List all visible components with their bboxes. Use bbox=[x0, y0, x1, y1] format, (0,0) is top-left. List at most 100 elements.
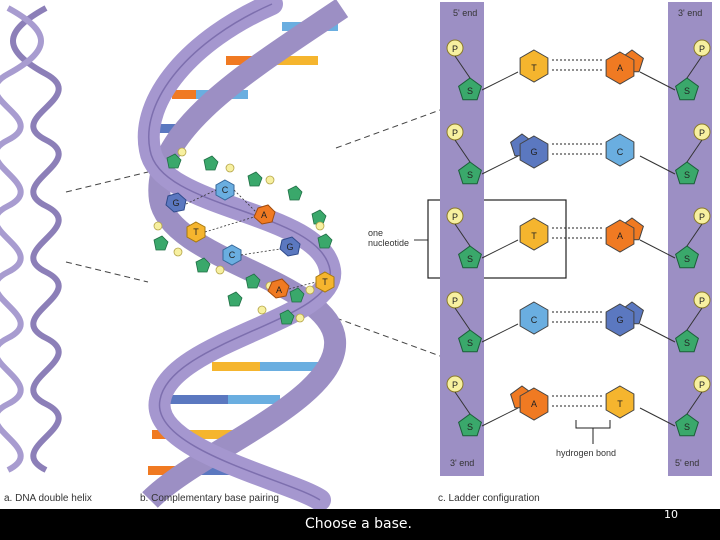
sugar-icon: S bbox=[675, 77, 699, 101]
zoom-line-top-right bbox=[335, 109, 441, 149]
svg-text:T: T bbox=[193, 227, 199, 237]
caption-c: c. Ladder configuration bbox=[438, 493, 540, 504]
svg-text:P: P bbox=[699, 380, 705, 390]
nucleotide-box bbox=[427, 199, 567, 279]
svg-text:S: S bbox=[467, 338, 473, 348]
phosphate-icon: P bbox=[446, 123, 464, 141]
phosphate-icon: P bbox=[693, 375, 711, 393]
svg-text:S: S bbox=[684, 86, 690, 96]
zoom-line-bottom bbox=[65, 261, 149, 283]
svg-text:A: A bbox=[617, 231, 623, 241]
sugar-icon: S bbox=[675, 245, 699, 269]
helix-back-strand bbox=[142, 0, 349, 508]
svg-text:S: S bbox=[684, 422, 690, 432]
helix-strand-2 bbox=[0, 5, 44, 473]
label-left-bottom: 3' end bbox=[450, 458, 474, 468]
slide-prompt: Choose a base. bbox=[305, 516, 412, 532]
svg-text:S: S bbox=[467, 422, 473, 432]
label-left-top: 5' end bbox=[453, 8, 477, 18]
ladder-base-g[interactable]: G bbox=[510, 133, 549, 169]
helix-base-c2: C bbox=[222, 244, 242, 266]
helix-base-a1: A bbox=[253, 204, 276, 225]
svg-text:P: P bbox=[452, 212, 458, 222]
ladder-base-a[interactable]: A bbox=[605, 217, 644, 253]
callout-hydrogen-bond: hydrogen bond bbox=[556, 448, 616, 458]
zoom-line-top bbox=[65, 171, 149, 193]
ladder-base-t[interactable]: T bbox=[519, 217, 549, 251]
svg-text:G: G bbox=[286, 242, 293, 252]
helix-base-a2: A bbox=[267, 278, 290, 299]
svg-text:A: A bbox=[276, 285, 282, 295]
svg-text:S: S bbox=[467, 86, 473, 96]
phosphate-icon: P bbox=[693, 123, 711, 141]
sugar-icon: S bbox=[458, 413, 482, 437]
ladder-base-g[interactable]: G bbox=[605, 301, 644, 337]
ladder-base-t[interactable]: T bbox=[605, 385, 635, 419]
ladder-base-a[interactable]: A bbox=[605, 49, 644, 85]
caption-a: a. DNA double helix bbox=[4, 493, 92, 504]
sugar-icon: S bbox=[458, 329, 482, 353]
svg-text:P: P bbox=[699, 128, 705, 138]
svg-text:A: A bbox=[531, 399, 537, 409]
svg-text:S: S bbox=[684, 338, 690, 348]
caption-b: b. Complementary base pairing bbox=[140, 493, 279, 504]
ladder-base-t[interactable]: T bbox=[519, 49, 549, 83]
svg-text:S: S bbox=[684, 254, 690, 264]
svg-text:T: T bbox=[531, 63, 537, 73]
svg-text:P: P bbox=[452, 44, 458, 54]
sugar-icon: S bbox=[675, 329, 699, 353]
svg-text:S: S bbox=[467, 170, 473, 180]
svg-text:T: T bbox=[322, 277, 328, 287]
slide-footer-bar bbox=[0, 509, 720, 540]
helix-strand-1 bbox=[10, 5, 62, 473]
svg-text:P: P bbox=[452, 128, 458, 138]
svg-text:A: A bbox=[261, 210, 267, 220]
sugar-icon: S bbox=[458, 77, 482, 101]
svg-text:P: P bbox=[452, 380, 458, 390]
helix-base-t1: T bbox=[186, 221, 206, 243]
label-right-bottom: 5' end bbox=[675, 458, 699, 468]
svg-text:T: T bbox=[531, 231, 537, 241]
page-number: 10 bbox=[664, 508, 678, 521]
ladder-base-c[interactable]: C bbox=[605, 133, 635, 167]
helix-base-g2: G bbox=[279, 236, 301, 257]
svg-text:T: T bbox=[617, 399, 623, 409]
svg-text:G: G bbox=[530, 147, 537, 157]
phosphate-icon: P bbox=[693, 207, 711, 225]
svg-text:G: G bbox=[172, 198, 179, 208]
sugar-icon: S bbox=[458, 245, 482, 269]
detailed-double-helix: C G A T G C T A bbox=[137, 0, 349, 510]
ladder-base-a[interactable]: A bbox=[510, 385, 549, 421]
svg-text:S: S bbox=[684, 170, 690, 180]
ladder-base-c[interactable]: C bbox=[519, 301, 549, 335]
label-right-top: 3' end bbox=[678, 8, 702, 18]
helix-base-t2: T bbox=[315, 271, 335, 293]
callout-one: one bbox=[368, 228, 383, 238]
svg-text:P: P bbox=[452, 296, 458, 306]
phosphate-icon: P bbox=[693, 39, 711, 57]
ladder-configuration: 5' end 3' end 3' end 5' end P S P S T A P S P S G C… bbox=[440, 2, 712, 476]
phosphate-icon: P bbox=[446, 291, 464, 309]
phosphate-icon: P bbox=[446, 207, 464, 225]
zoom-line-bottom-right bbox=[335, 317, 441, 357]
simple-double-helix bbox=[0, 5, 62, 473]
phosphate-icon: P bbox=[446, 39, 464, 57]
dna-diagram: C G A T G C T A bbox=[0, 0, 712, 510]
svg-text:C: C bbox=[222, 185, 229, 195]
svg-text:G: G bbox=[616, 315, 623, 325]
svg-text:A: A bbox=[617, 63, 623, 73]
callout-nucleotide: nucleotide bbox=[368, 238, 409, 248]
svg-text:P: P bbox=[699, 44, 705, 54]
svg-text:C: C bbox=[617, 147, 624, 157]
helix-base-c1: C bbox=[215, 179, 235, 201]
sugar-icon: S bbox=[675, 161, 699, 185]
svg-text:P: P bbox=[699, 296, 705, 306]
svg-text:C: C bbox=[531, 315, 538, 325]
svg-text:C: C bbox=[229, 250, 236, 260]
helix-base-g1: G bbox=[165, 192, 187, 213]
sugar-icon: S bbox=[458, 161, 482, 185]
left-backbone bbox=[440, 2, 484, 476]
svg-text:P: P bbox=[699, 212, 705, 222]
sugar-icon: S bbox=[675, 413, 699, 437]
phosphate-icon: P bbox=[446, 375, 464, 393]
